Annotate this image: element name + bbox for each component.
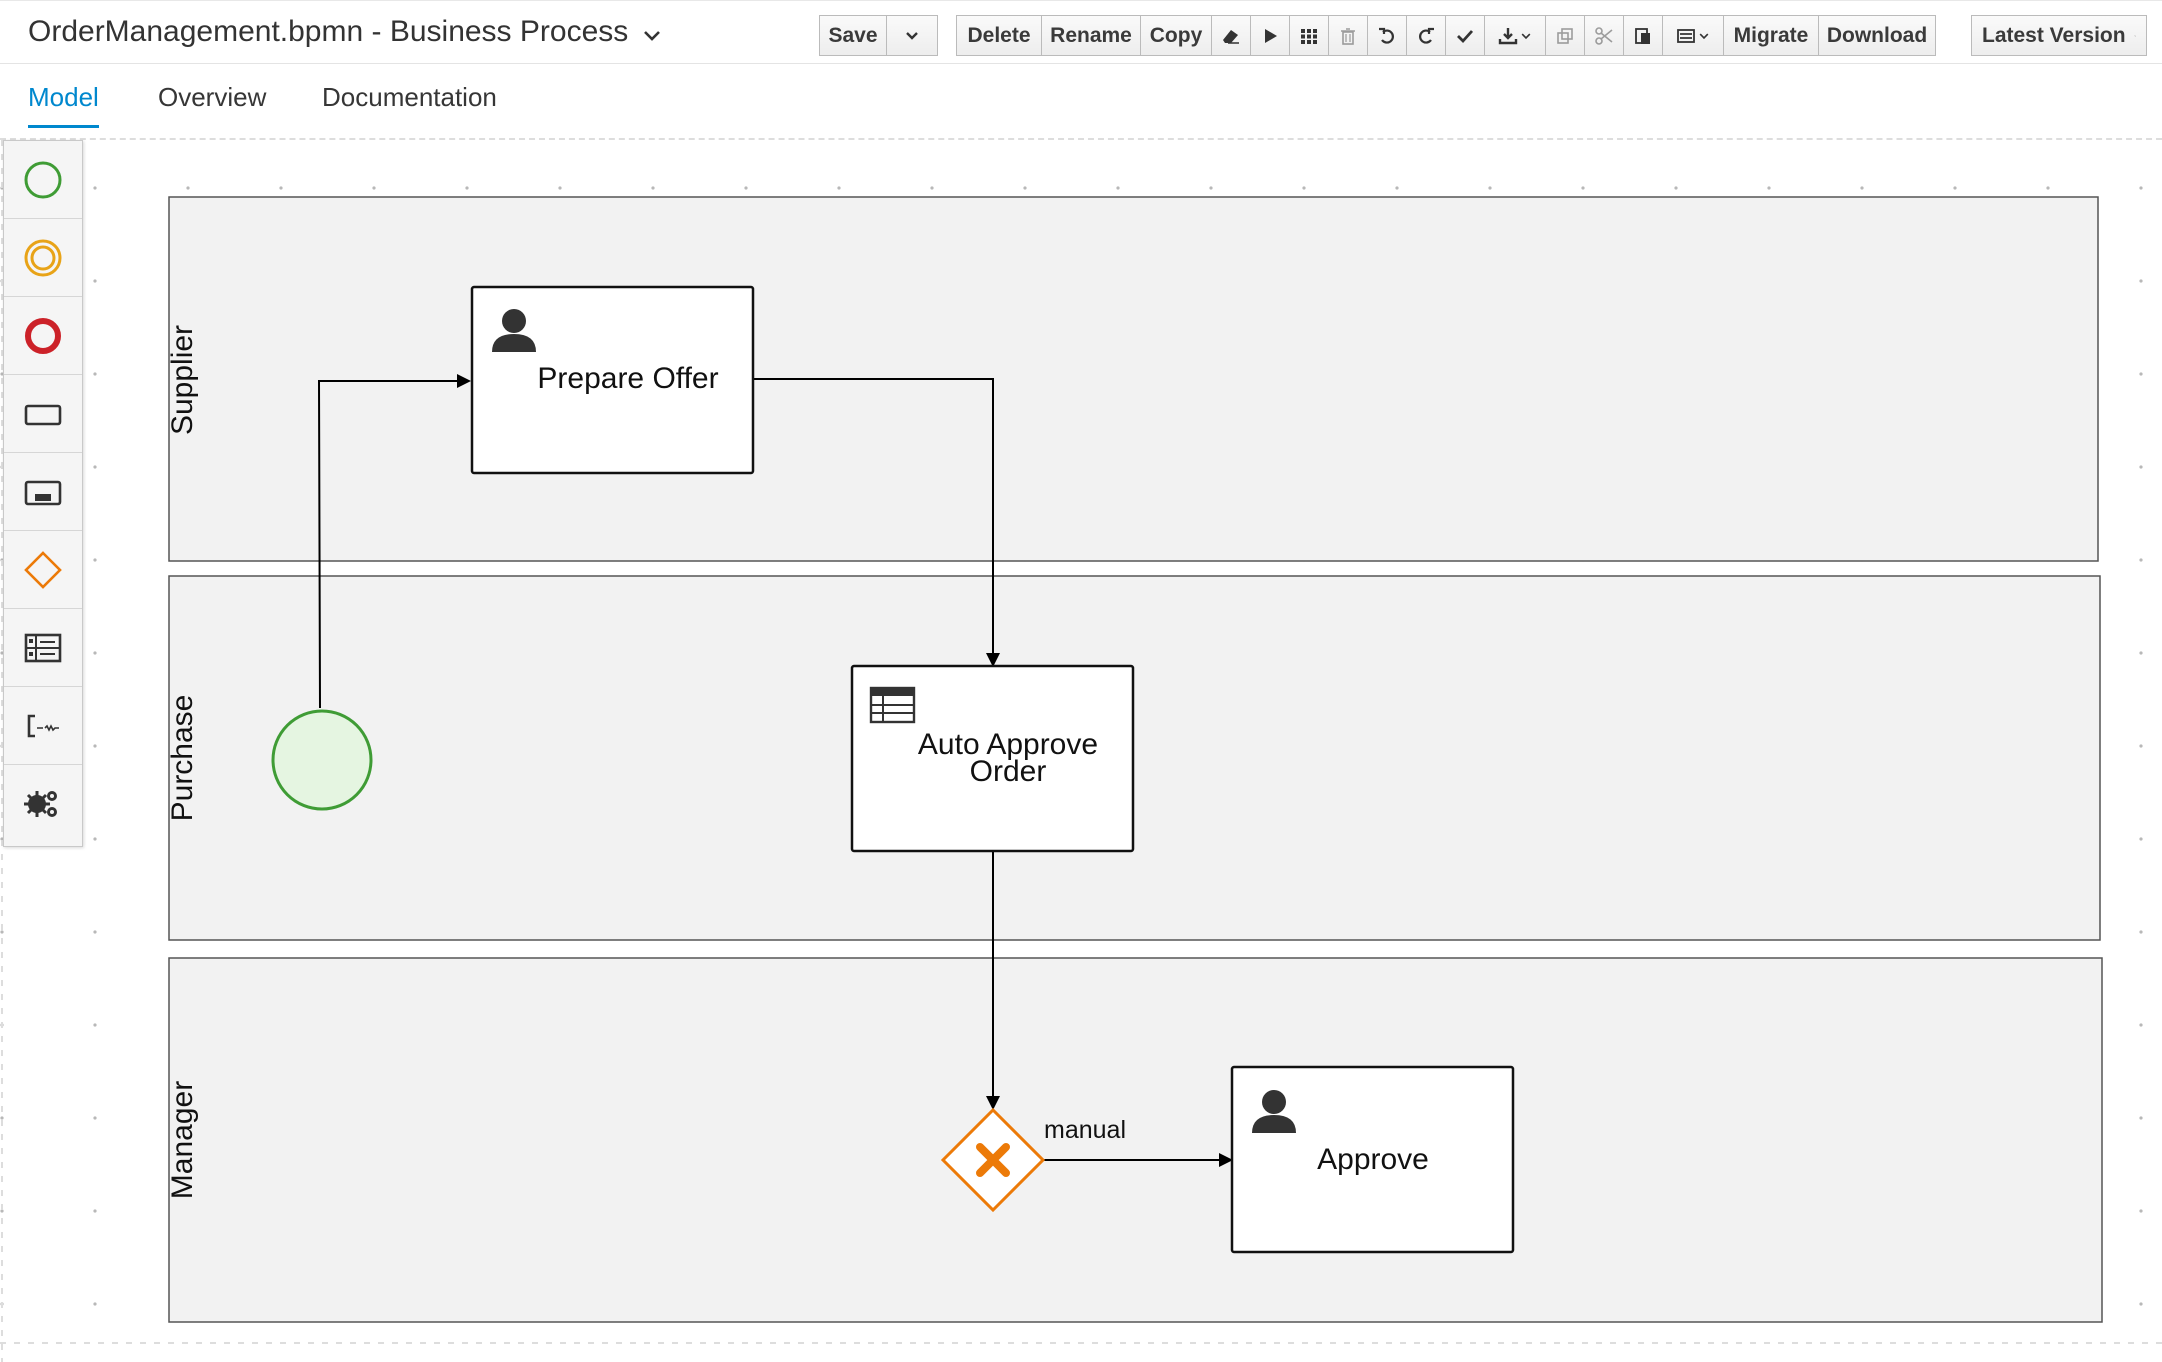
palette-containers[interactable] [4,609,82,687]
checkmark-icon [1457,29,1474,43]
flow-prepare-offer-to-auto-approve[interactable] [753,378,1000,667]
cut-button[interactable] [1584,15,1624,56]
chevron-down-icon [1521,33,1531,39]
paste-icon [1635,27,1650,44]
lane-purchase[interactable]: Purchase [166,575,2101,941]
palette-tasks[interactable] [4,375,82,453]
flow-start-to-prepare-offer[interactable] [317,374,471,709]
play-icon [1265,28,1277,43]
eraser-icon [1223,29,1239,44]
container-icon [24,633,62,662]
eraser-button[interactable] [1211,15,1251,56]
grid-icon [1301,28,1317,44]
process-title: OrderManagement.bpmn - Business Process [28,15,629,48]
flow-label-manual: manual [1044,1116,1126,1144]
task-label-auto-approve-line1: Auto Approve [918,728,1098,761]
palette-gateways[interactable] [4,531,82,609]
gateway-icon [24,550,62,589]
tab-overview[interactable]: Overview [158,82,267,112]
task-label-auto-approve-line2: Order [970,755,1047,788]
user-task-icon [1252,1090,1296,1133]
download-icon [1498,27,1518,44]
version-selector: Latest Version [1971,15,2147,56]
action-toolbar: Delete Rename Copy [956,15,1936,56]
chevron-down-icon [1699,33,1709,39]
start-event-icon [24,161,62,198]
lane-supplier[interactable]: Supplier [166,196,2099,562]
palette-intermediate-events[interactable] [4,219,82,297]
copy-button[interactable]: Copy [1140,15,1212,56]
scissors-icon [1595,26,1613,45]
editor-header: OrderManagement.bpmn - Business Process … [0,0,2162,64]
sequence-flows: manual [317,374,1233,1167]
redo-icon [1419,27,1434,44]
palette-subprocesses[interactable] [4,453,82,531]
canvas-top-border [0,138,2162,140]
save-button[interactable]: Save [819,15,887,56]
lane-label-purchase: Purchase [166,695,199,822]
lane-label-supplier: Supplier [166,325,199,435]
run-button[interactable] [1250,15,1290,56]
chevron-down-icon [2134,35,2136,37]
lane-label-manager: Manager [166,1081,199,1199]
save-group: Save [819,15,938,56]
editor-tabs: Model Overview Documentation [0,64,2162,132]
palette-custom-tasks[interactable] [4,765,82,843]
palette-start-events[interactable] [4,141,82,219]
list-view-icon [1677,28,1695,43]
shape-palette [3,140,83,847]
cogs-icon [24,791,57,817]
latest-version-dropdown[interactable]: Latest Version [1971,15,2147,56]
intermediate-event-icon [24,239,62,276]
task-auto-approve-order[interactable]: Auto Approve Order [850,664,1135,853]
palette-end-events[interactable] [4,297,82,375]
delete-button[interactable]: Delete [956,15,1042,56]
tab-documentation[interactable]: Documentation [322,82,497,112]
task-icon [24,404,62,425]
save-options-button[interactable] [886,15,938,56]
start-event[interactable] [271,709,373,811]
chevron-down-icon [643,16,661,50]
view-menu-button[interactable] [1662,15,1724,56]
undo-icon [1379,27,1394,44]
process-title-dropdown[interactable]: OrderManagement.bpmn - Business Process [28,15,661,50]
lane-manager[interactable]: Manager [166,957,2103,1323]
duplicate-icon [1557,27,1573,44]
trash-icon [1341,27,1355,45]
exclusive-gateway[interactable] [940,1107,1046,1213]
artifact-icon [27,714,59,737]
task-label-approve: Approve [1317,1143,1429,1176]
task-label-prepare-offer: Prepare Offer [537,362,718,395]
exclusive-gateway-x-icon [976,1143,1010,1177]
latest-version-label: Latest Version [1982,23,2126,47]
task-approve[interactable]: Approve [1230,1065,1515,1254]
undo-button[interactable] [1367,15,1407,56]
business-rule-icon [869,686,916,724]
grid-button[interactable] [1289,15,1329,56]
download-button[interactable]: Download [1818,15,1936,56]
user-task-icon [492,309,536,352]
chevron-down-icon [906,31,918,40]
subprocess-icon [24,480,62,505]
palette-artifacts[interactable] [4,687,82,765]
rename-button[interactable]: Rename [1041,15,1141,56]
duplicate-button[interactable] [1545,15,1585,56]
end-event-icon [25,317,61,354]
tab-model[interactable]: Model [28,82,99,128]
task-prepare-offer[interactable]: Prepare Offer [470,285,755,475]
validate-button[interactable] [1445,15,1485,56]
